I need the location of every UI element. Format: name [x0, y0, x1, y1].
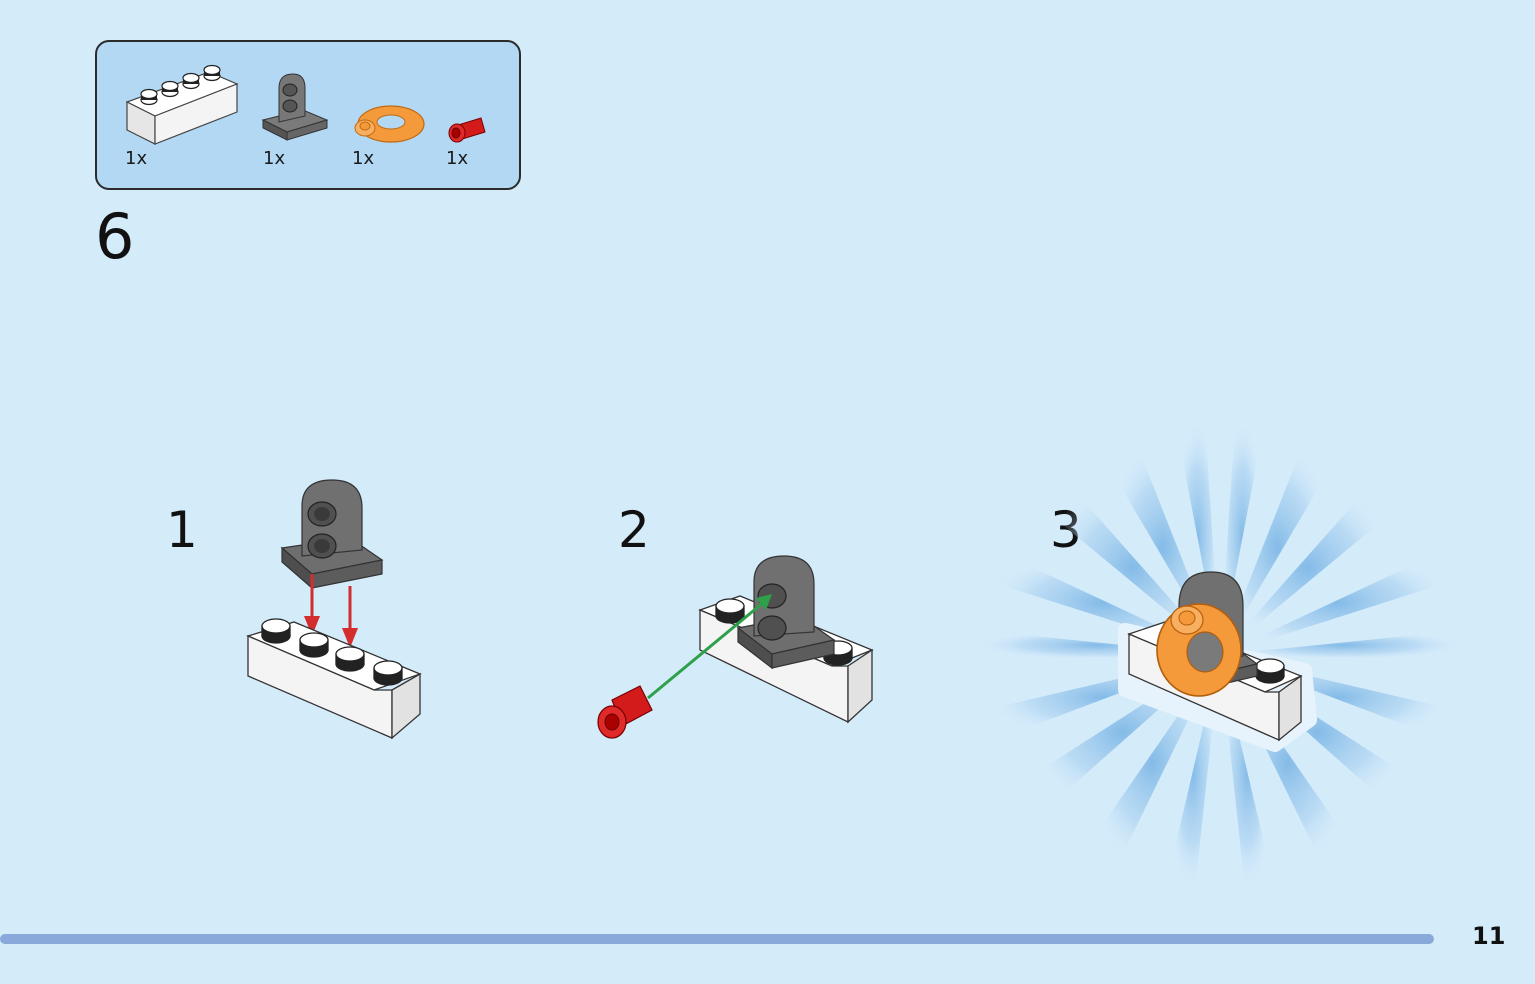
parts-list-box: 1x 1x 1x 1x — [95, 40, 521, 190]
part-quantity: 1x — [352, 148, 375, 169]
orange-round-ring-icon — [354, 105, 425, 143]
sub-step-2-illustration — [597, 555, 874, 739]
part-quantity: 1x — [263, 148, 286, 169]
page-number: 11 — [1472, 922, 1506, 950]
progress-bar — [0, 934, 1434, 944]
white-brick-1x4-icon — [125, 64, 239, 145]
sub-step-1-illustration — [246, 479, 422, 740]
sub-step-3-illustration — [975, 420, 1465, 890]
gray-pin-bracket-icon — [261, 73, 329, 141]
sub-step-number: 2 — [618, 501, 650, 559]
step-number: 6 — [95, 200, 135, 273]
part-quantity: 1x — [446, 148, 469, 169]
part-quantity: 1x — [125, 148, 148, 169]
sub-step-number: 1 — [166, 501, 198, 559]
red-connector-pin-icon — [448, 117, 486, 143]
